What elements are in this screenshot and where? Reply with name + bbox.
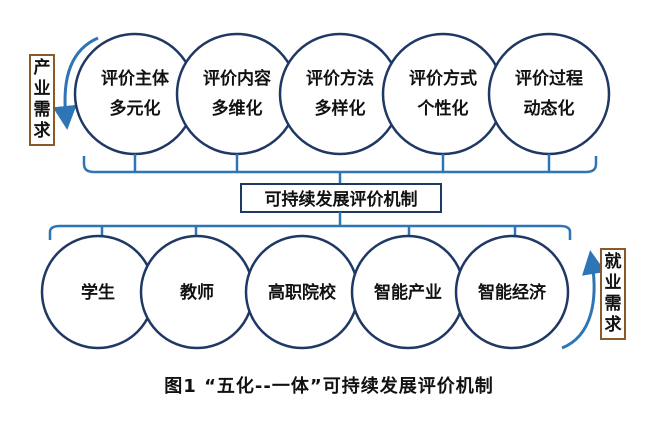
top-node-3-line2: 个性化 [417, 98, 469, 119]
right-tag-char-0: 就 [604, 252, 622, 272]
right-tag-char-1: 业 [604, 273, 622, 293]
industry-demand-tag: 产 业 需 求 [29, 54, 55, 146]
top-node-4-line2: 动态化 [524, 98, 575, 119]
left-tag-char-3: 求 [33, 121, 51, 141]
figure-caption: 图1 “五化--一体”可持续发展评价机制 [164, 376, 494, 397]
top-node-2-line1: 评价方法 [306, 68, 374, 89]
left-tag-char-1: 业 [33, 79, 51, 99]
right-curved-arrow [561, 250, 606, 350]
top-node-2-line2: 多样化 [315, 98, 366, 119]
center-label: 可持续发展评价机制 [265, 189, 418, 210]
bottom-node-0-label: 学生 [81, 282, 115, 303]
right-tag-char-2: 需 [604, 294, 622, 314]
top-node-0-line1: 评价主体 [101, 68, 170, 89]
top-node-3-line1: 评价方式 [409, 68, 477, 89]
top-brace [82, 154, 598, 184]
bottom-node-4-label: 智能经济 [478, 282, 547, 303]
top-node-0-line2: 多元化 [110, 98, 161, 119]
bottom-node-1: 教师 [139, 234, 255, 350]
right-tag-char-3: 求 [604, 315, 622, 335]
top-node-3: 评价方式 个性化 [381, 32, 505, 156]
left-tag-char-0: 产 [33, 58, 51, 78]
bottom-node-3: 智能产业 [350, 234, 466, 350]
bottom-node-3-label: 智能产业 [374, 282, 442, 303]
center-label-box: 可持续发展评价机制 [240, 183, 442, 213]
left-curved-arrow [52, 36, 99, 130]
left-tag-char-2: 需 [33, 100, 51, 120]
employment-demand-tag: 就 业 需 求 [600, 248, 626, 340]
top-node-0: 评价主体 多元化 [73, 32, 197, 156]
bottom-node-4: 智能经济 [454, 234, 570, 350]
top-node-4: 评价过程 动态化 [487, 32, 611, 156]
bottom-node-2-label: 高职院校 [268, 282, 337, 303]
top-node-1-line2: 多维化 [212, 98, 263, 119]
bottom-node-0: 学生 [40, 234, 156, 350]
bottom-node-2: 高职院校 [244, 234, 360, 350]
top-node-4-line1: 评价过程 [515, 69, 583, 89]
bottom-node-1-label: 教师 [179, 282, 214, 303]
top-node-1-line1: 评价内容 [203, 68, 271, 89]
top-node-2: 评价方法 多样化 [278, 32, 402, 156]
